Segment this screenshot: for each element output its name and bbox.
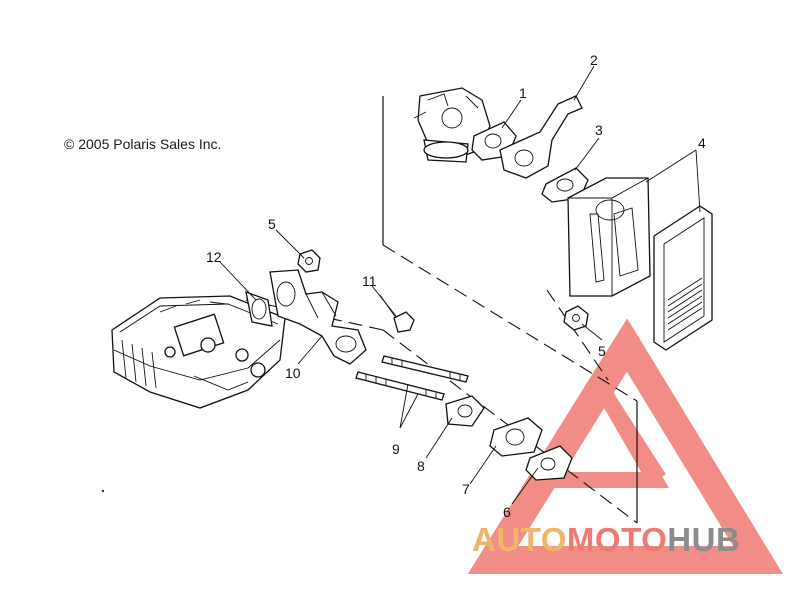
air-cleaner-base	[567, 177, 651, 297]
watermark-text-moto: MOTO	[567, 521, 667, 558]
callout-12: 12	[206, 249, 222, 265]
part-12-gasket	[245, 290, 273, 327]
callout-8: 8	[417, 458, 425, 474]
callouts: 1 2 3 4 5 5 6 7 8 9 10 11 12	[206, 52, 706, 520]
callout-5-lower: 5	[598, 343, 606, 359]
callout-4: 4	[698, 135, 706, 151]
carburetor	[413, 87, 491, 163]
part-8-gasket	[445, 395, 485, 427]
part-6-gasket	[525, 445, 573, 481]
callout-10: 10	[285, 365, 301, 381]
callout-6: 6	[503, 504, 511, 520]
watermark-text-auto: AUTO	[472, 521, 567, 558]
callout-5-upper: 5	[268, 216, 276, 232]
callout-3: 3	[595, 122, 603, 138]
watermark-text: AUTOMOTOHUB	[472, 521, 740, 558]
part-2-bracket	[499, 95, 583, 179]
part-4-cover	[653, 205, 713, 351]
watermark-text-hub: HUB	[667, 521, 740, 558]
callout-11: 11	[362, 273, 377, 289]
callout-9: 9	[392, 441, 400, 457]
part-5-nut-upper	[297, 249, 321, 273]
part-7-spacer	[489, 417, 543, 457]
stray-dot	[101, 489, 105, 493]
watermark-triangle-bar	[594, 381, 666, 482]
copyright-notice: © 2005 Polaris Sales Inc.	[64, 136, 222, 152]
callout-2: 2	[590, 52, 598, 68]
cylinder-head	[111, 295, 286, 409]
leader-lines	[219, 65, 701, 505]
part-10-manifold	[269, 269, 367, 365]
part-11-bolt	[379, 294, 415, 333]
callout-1: 1	[519, 85, 527, 101]
part-9-studs	[355, 355, 469, 401]
callout-7: 7	[462, 481, 470, 497]
